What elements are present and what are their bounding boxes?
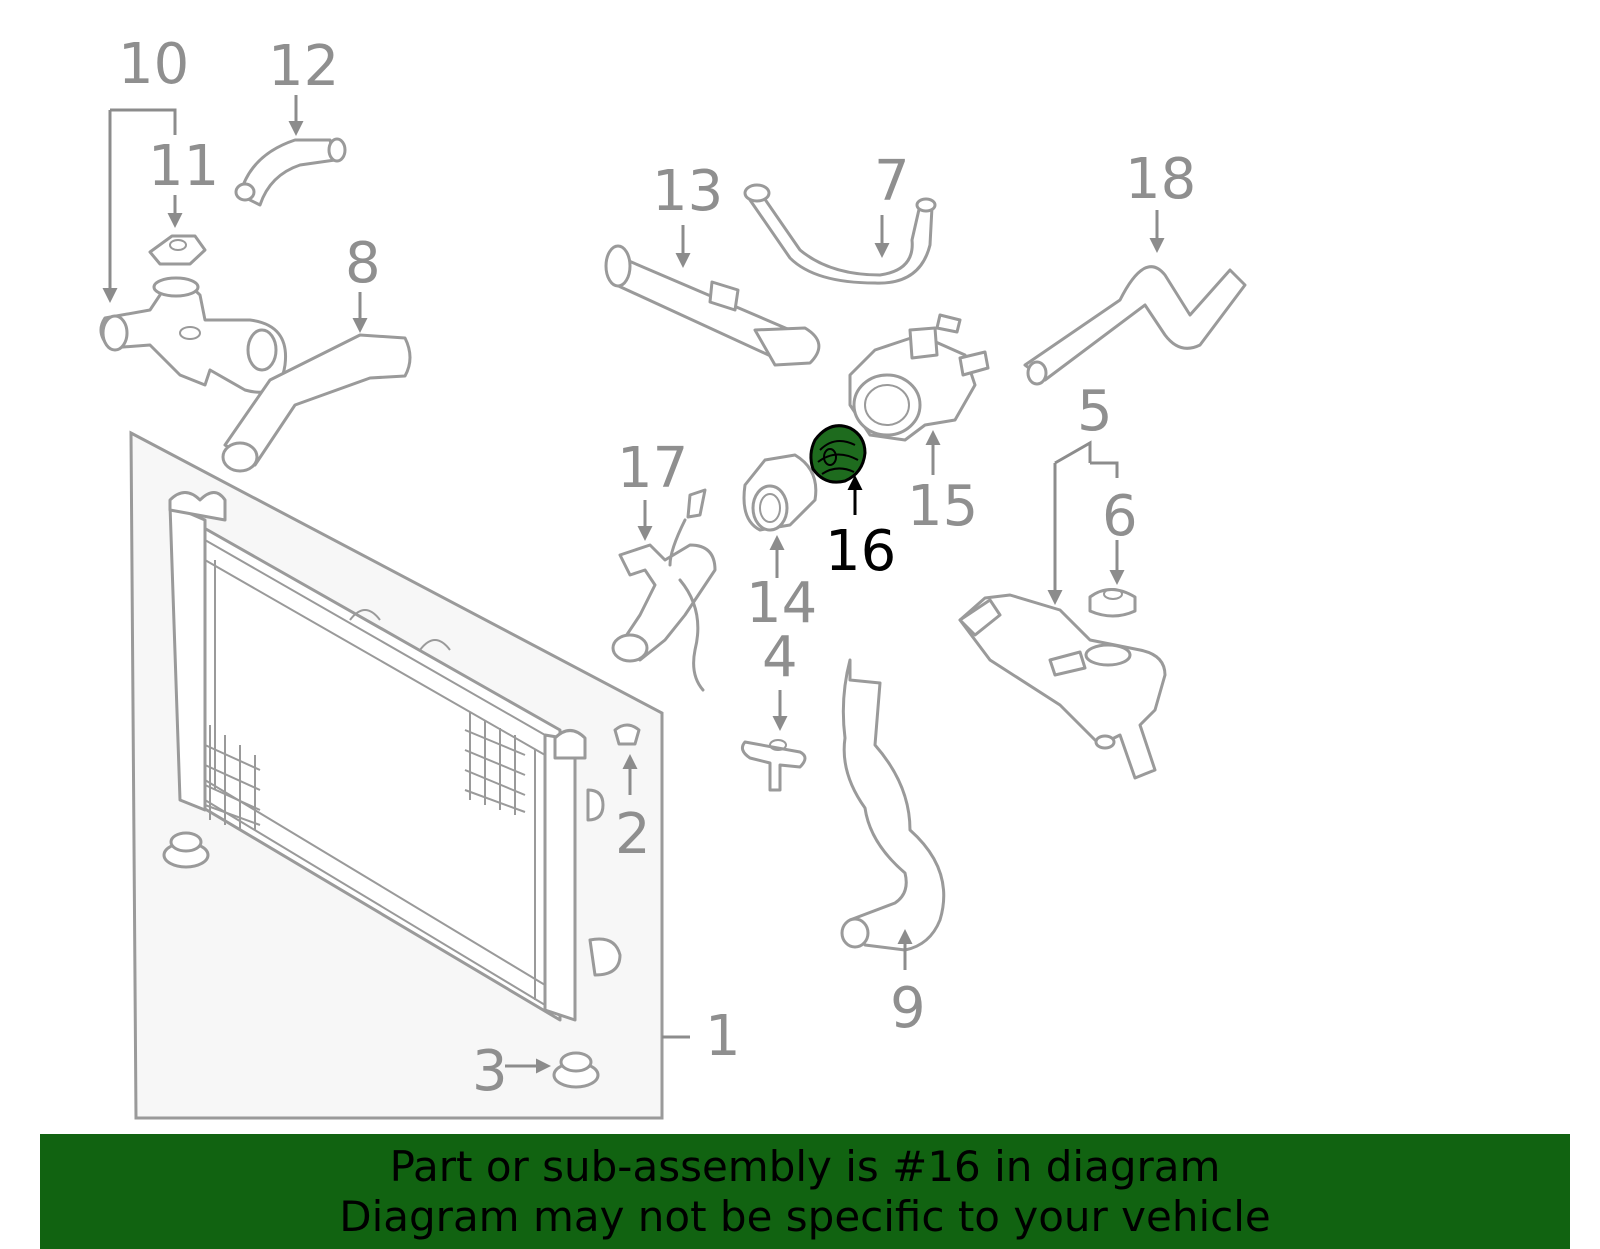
info-banner: Part or sub-assembly is #16 in diagram D… — [40, 1134, 1570, 1249]
part-9-hose — [840, 658, 946, 952]
callout-14: 14 — [746, 571, 817, 636]
callout-9: 9 — [890, 976, 926, 1041]
callout-5: 5 — [1077, 379, 1113, 444]
part-15-thermostat-housing — [848, 313, 990, 442]
callout-18: 18 — [1125, 147, 1196, 212]
callout-2: 2 — [615, 802, 651, 867]
part-11-cap — [148, 234, 207, 266]
callout-10: 10 — [118, 32, 189, 97]
banner-line-2: Diagram may not be specific to your vehi… — [339, 1192, 1271, 1241]
callout-labels: 1 2 3 4 5 6 7 8 9 10 11 12 13 14 15 16 1… — [118, 32, 1196, 1104]
callout-11: 11 — [148, 134, 219, 199]
callout-17: 17 — [617, 436, 688, 501]
part-4-bracket — [740, 739, 807, 792]
part-6-cap — [1088, 588, 1137, 618]
part-3-mount — [162, 831, 600, 1089]
part-2-clip — [613, 723, 641, 746]
callout-1: 1 — [705, 1004, 741, 1069]
part-14-outlet — [742, 453, 818, 532]
part-18-hose — [1023, 265, 1247, 386]
part-13-pipe — [604, 244, 821, 367]
radiator-panel — [129, 430, 664, 1120]
part-8-hose — [221, 333, 412, 473]
part-17-pipe — [611, 488, 717, 692]
callout-6: 6 — [1102, 484, 1138, 549]
callout-12: 12 — [268, 34, 339, 99]
part-7-hose — [743, 183, 937, 285]
part-5-reservoir — [958, 593, 1167, 780]
leader-lines — [110, 95, 1165, 1074]
callout-15: 15 — [907, 474, 978, 539]
callout-16: 16 — [825, 519, 896, 584]
part-16-thermostat-highlight — [809, 424, 867, 484]
callout-8: 8 — [345, 231, 381, 296]
part-12-hose — [234, 137, 347, 207]
banner-line-1: Part or sub-assembly is #16 in diagram — [389, 1142, 1221, 1191]
callout-4: 4 — [762, 625, 798, 690]
part-10-outlet-housing — [99, 276, 288, 394]
callout-13: 13 — [652, 159, 723, 224]
callout-7: 7 — [874, 149, 910, 214]
callout-3: 3 — [472, 1039, 508, 1104]
